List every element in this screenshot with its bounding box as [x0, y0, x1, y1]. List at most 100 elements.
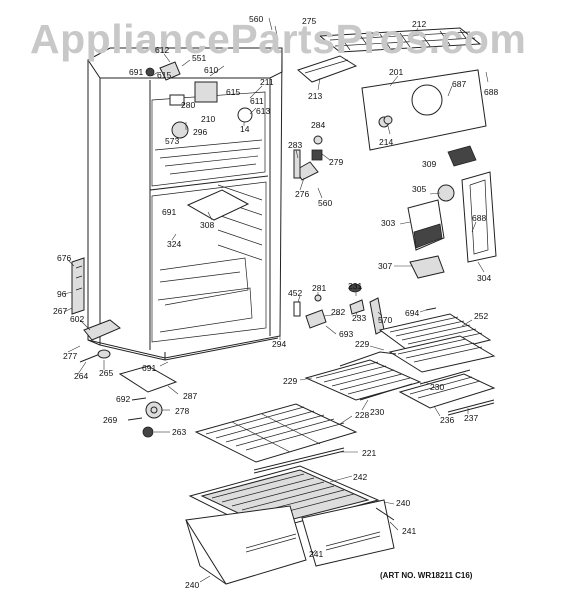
leader-lines [63, 17, 489, 583]
crisper-drawer-right [301, 499, 395, 567]
label-305: 305 [412, 184, 427, 194]
fan-motor-assembly [145, 61, 253, 139]
label-560a: 560 [249, 14, 264, 24]
label-613: 613 [256, 106, 271, 116]
label-691a: 691 [129, 67, 144, 77]
label-308: 308 [200, 220, 215, 230]
label-452: 452 [288, 288, 303, 298]
rail-230b [419, 369, 471, 385]
grille-212 [318, 27, 482, 53]
part-282 [305, 309, 327, 329]
label-237: 237 [464, 413, 479, 423]
hinge-left [71, 257, 85, 315]
label-560b: 560 [318, 198, 333, 208]
label-210: 210 [201, 114, 216, 124]
control-panel-304 [461, 171, 497, 263]
roller-264 [79, 349, 111, 363]
bracket-307 [409, 255, 445, 279]
foot-263 [142, 426, 154, 438]
part-279 [311, 149, 323, 161]
label-230b: 230 [370, 407, 385, 417]
label-233: 233 [352, 313, 367, 323]
label-14: 14 [240, 124, 250, 134]
label-287: 287 [183, 391, 198, 401]
label-551: 551 [192, 53, 207, 63]
part-231 [348, 283, 362, 293]
label-277: 277 [63, 351, 78, 361]
label-201: 201 [389, 67, 404, 77]
label-214: 214 [379, 137, 394, 147]
label-263: 263 [172, 427, 187, 437]
label-303: 303 [381, 218, 396, 228]
label-610: 610 [204, 65, 219, 75]
label-284: 284 [311, 120, 326, 130]
label-279: 279 [329, 157, 344, 167]
label-228: 228 [355, 410, 370, 420]
screw-269 [127, 417, 143, 421]
hinge-602 [83, 319, 121, 341]
label-324: 324 [167, 239, 182, 249]
label-276: 276 [295, 189, 310, 199]
label-211: 211 [260, 77, 274, 87]
knob-214 [383, 115, 393, 125]
label-693: 693 [339, 329, 354, 339]
label-692: 692 [116, 394, 131, 404]
label-265: 265 [99, 368, 114, 378]
rail-230a [359, 383, 413, 401]
label-688b: 688 [472, 213, 487, 223]
part-233 [349, 299, 365, 315]
label-240b: 240 [185, 580, 200, 590]
label-267: 267 [53, 306, 68, 316]
art-number: (ART NO. WR18211 C16) [380, 571, 473, 580]
label-213: 213 [308, 91, 323, 101]
label-275: 275 [302, 16, 317, 26]
shelf-236 [398, 373, 496, 409]
label-676: 676 [57, 253, 72, 263]
part-452 [293, 301, 301, 317]
label-236: 236 [440, 415, 455, 425]
label-694: 694 [405, 308, 420, 318]
label-615b: 615 [226, 87, 241, 97]
rail-213 [297, 55, 358, 83]
shelf-228 [194, 403, 358, 463]
label-296: 296 [193, 127, 208, 137]
housing-303 [407, 199, 445, 251]
label-230a: 230 [430, 382, 445, 392]
label-221: 221 [362, 448, 377, 458]
label-309: 309 [422, 159, 437, 169]
roller-278 [145, 401, 163, 419]
part-284 [313, 135, 323, 145]
label-241a: 241 [402, 526, 417, 536]
bracket-287 [118, 365, 178, 393]
label-229b: 229 [283, 376, 298, 386]
knob-305 [437, 184, 455, 202]
label-231: 231 [348, 281, 363, 291]
label-294: 294 [272, 339, 287, 349]
evaporator-cover-201 [361, 69, 487, 151]
label-269: 269 [103, 415, 118, 425]
label-611: 611 [250, 96, 264, 106]
label-691b: 691 [162, 207, 177, 217]
label-242: 242 [353, 472, 368, 482]
screw-694 [425, 307, 437, 311]
screw-692 [131, 397, 147, 401]
trim-237 [447, 399, 495, 413]
trim-241 [375, 507, 395, 521]
label-309 [447, 145, 477, 167]
label-615a: 615 [157, 70, 172, 80]
label-602: 602 [70, 314, 85, 324]
label-96: 96 [57, 289, 67, 299]
label-252: 252 [474, 311, 489, 321]
label-281: 281 [312, 283, 327, 293]
label-240a: 240 [396, 498, 411, 508]
label-688a: 688 [484, 87, 499, 97]
label-241b: 241 [309, 549, 324, 559]
label-278: 278 [175, 406, 190, 416]
trim-221 [253, 447, 345, 471]
label-691c: 691 [142, 363, 157, 373]
trim-221b [253, 450, 345, 474]
label-612: 612 [155, 45, 170, 55]
watermark: AppliancePartsPros.com [30, 16, 527, 62]
label-570: 570 [378, 315, 393, 325]
